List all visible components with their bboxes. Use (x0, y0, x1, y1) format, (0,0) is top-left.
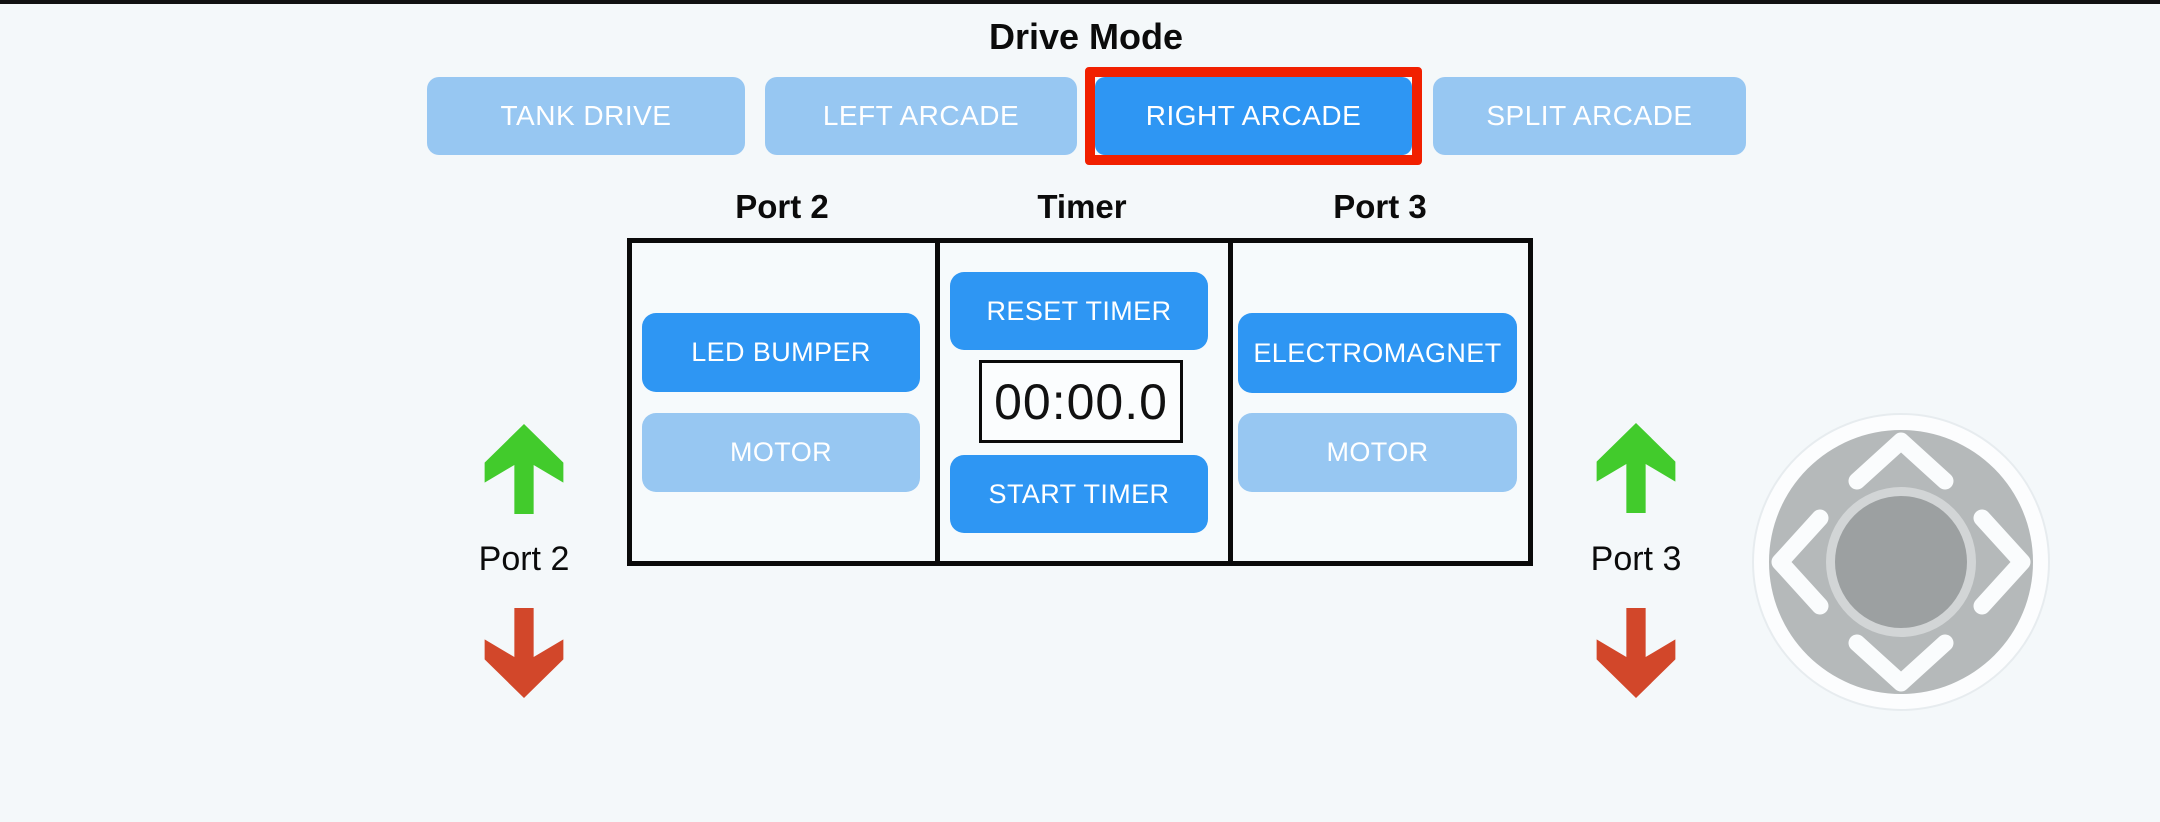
electromagnet-button[interactable]: ELECTROMAGNET (1238, 313, 1517, 393)
joystick[interactable] (1752, 413, 2050, 711)
timer-display: 00:00.0 (979, 360, 1183, 443)
joystick-knob[interactable] (1835, 496, 1967, 628)
port3-down-arrow-icon (1596, 608, 1676, 698)
device-control-panel: LED BUMPER MOTOR RESET TIMER 00:00.0 STA… (627, 238, 1533, 566)
port3-motor-button[interactable]: MOTOR (1238, 413, 1517, 492)
page-title: Drive Mode (988, 16, 1184, 57)
port2-down-arrow-icon (484, 608, 564, 698)
timer-column-header: Timer (1037, 188, 1127, 225)
joystick-direction-chevrons (1771, 432, 2031, 692)
chevron-left-icon (1771, 509, 1829, 615)
selected-mode-outline: RIGHT ARCADE (1085, 67, 1422, 165)
port2-indicator-label: Port 2 (478, 540, 570, 578)
reset-timer-button[interactable]: RESET TIMER (950, 272, 1208, 350)
chevron-right-icon (1973, 509, 2031, 615)
right-arcade-button[interactable]: RIGHT ARCADE (1095, 77, 1412, 155)
panel-divider (1228, 243, 1233, 561)
tank-drive-button[interactable]: TANK DRIVE (427, 77, 745, 155)
port2-column-header: Port 2 (735, 188, 829, 225)
led-bumper-button[interactable]: LED BUMPER (642, 313, 920, 392)
split-arcade-button[interactable]: SPLIT ARCADE (1433, 77, 1746, 155)
port2-up-arrow-icon (484, 424, 564, 514)
port3-up-arrow-icon (1596, 423, 1676, 513)
chevron-down-icon (1848, 634, 1954, 692)
chevron-up-icon (1848, 432, 1954, 490)
port3-indicator-label: Port 3 (1590, 540, 1682, 578)
port2-motor-button[interactable]: MOTOR (642, 413, 920, 492)
left-arcade-button[interactable]: LEFT ARCADE (765, 77, 1077, 155)
top-border-line (0, 0, 2160, 4)
panel-divider (935, 243, 940, 561)
start-timer-button[interactable]: START TIMER (950, 455, 1208, 533)
port3-column-header: Port 3 (1333, 188, 1427, 225)
